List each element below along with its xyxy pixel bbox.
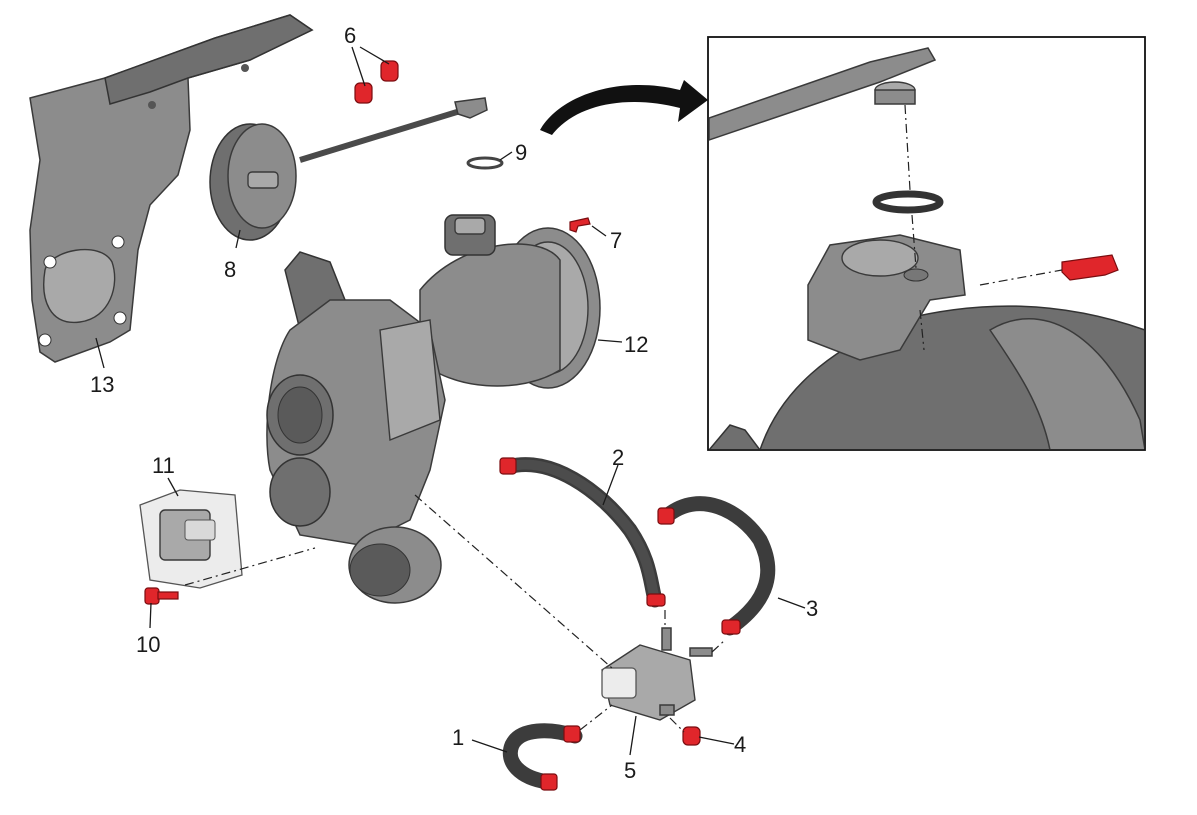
nut-pair <box>354 60 399 104</box>
retaining-clip <box>569 217 591 233</box>
callout-5: 5 <box>624 758 636 783</box>
hose-2 <box>499 457 666 608</box>
washer <box>466 156 504 170</box>
turbocharger <box>266 214 601 604</box>
hose-3 <box>657 496 776 636</box>
callout-3: 3 <box>806 596 818 621</box>
callout-11: 11 <box>152 453 175 478</box>
callout-13: 13 <box>90 372 114 397</box>
assembly-lines <box>184 494 726 733</box>
detail-inset <box>707 36 1146 451</box>
callout-10: 10 <box>136 632 160 657</box>
callout-1: 1 <box>452 725 464 750</box>
hose-1 <box>502 723 583 791</box>
heat-shield <box>29 14 314 363</box>
callout-8: 8 <box>224 257 236 282</box>
callout-7: 7 <box>610 228 622 253</box>
callout-labels: 1 2 3 4 5 6 7 8 9 10 11 12 13 <box>90 23 818 783</box>
bolt <box>144 587 179 605</box>
detail-arrow <box>540 80 708 135</box>
callout-12: 12 <box>624 332 648 357</box>
leader-lines <box>95 46 806 756</box>
callout-6: 6 <box>344 23 356 48</box>
wastegate-actuator <box>209 97 488 241</box>
solenoid-valve <box>601 627 713 721</box>
callout-4: 4 <box>734 732 746 757</box>
actuator-module <box>139 489 243 589</box>
nut <box>682 726 701 746</box>
callout-2: 2 <box>612 445 624 470</box>
callout-9: 9 <box>515 140 527 165</box>
